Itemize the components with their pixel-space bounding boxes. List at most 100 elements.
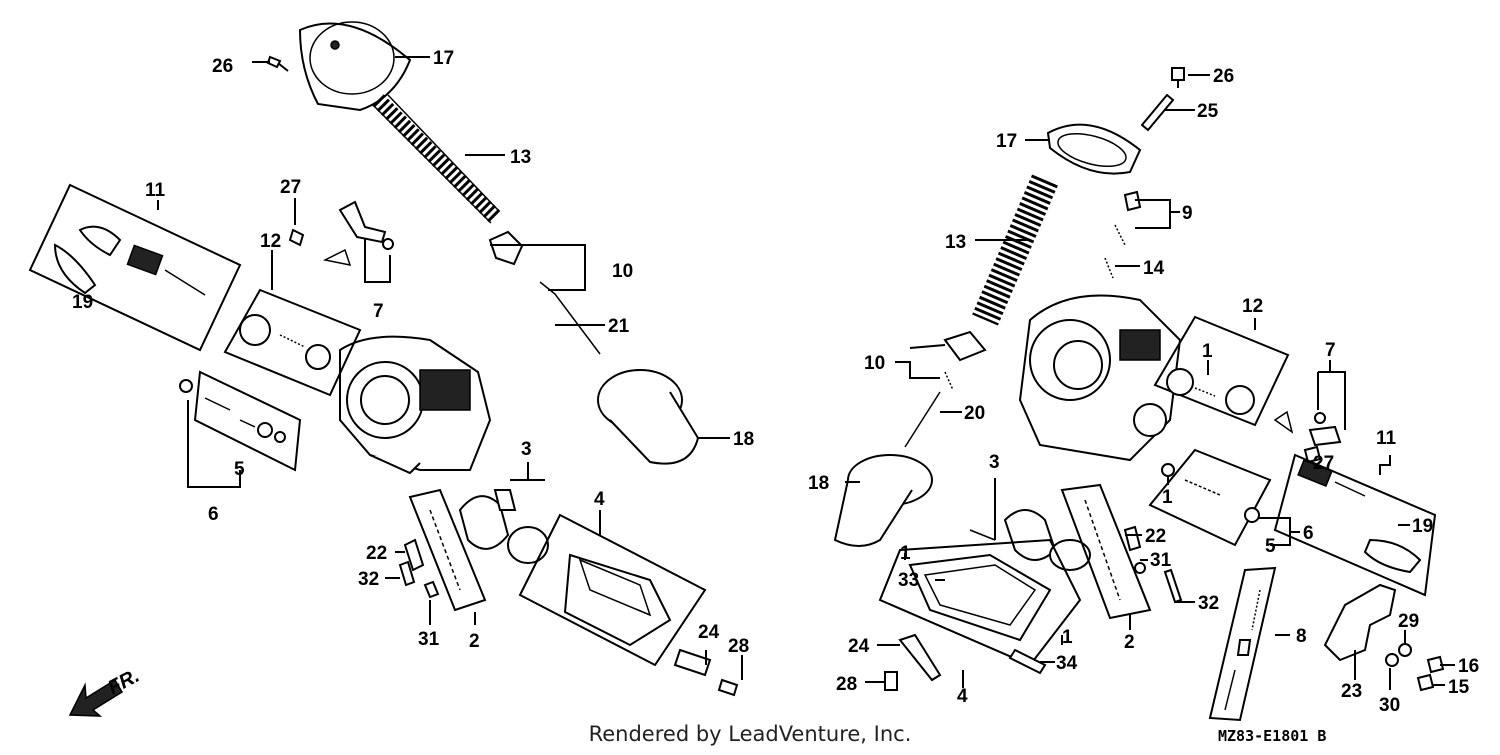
label-7b: 7 (1325, 340, 1336, 361)
label-2a: 2 (469, 631, 480, 652)
front-direction-arrow (68, 678, 124, 717)
label-6b: 6 (1303, 523, 1314, 544)
screw-34-right (1008, 648, 1047, 675)
label-32b: 32 (1198, 593, 1219, 614)
washer-30-right (1385, 653, 1399, 667)
label-3a: 3 (521, 439, 532, 460)
screw-28-left (717, 678, 739, 697)
label-22b: 22 (1145, 526, 1166, 547)
right-carburetor-assembly (833, 67, 1445, 722)
label-26a: 26 (212, 56, 233, 77)
label-1b: 1 (1162, 487, 1173, 508)
label-27b: 27 (1313, 453, 1334, 474)
screw-27-right (1303, 445, 1322, 464)
spring-13-left (372, 94, 502, 224)
group-box-5-left (193, 370, 302, 472)
group-box-2-left (408, 488, 487, 612)
insulator-18-left (597, 369, 700, 465)
float-3-right (1003, 509, 1057, 561)
clip-24-right (898, 633, 942, 682)
fitting-7-right (1308, 425, 1342, 447)
screw-28-right (884, 671, 898, 691)
part-number-labels: 26 17 13 11 27 12 19 7 10 21 18 5 6 3 4 … (72, 48, 1479, 716)
label-10b: 10 (864, 353, 885, 374)
label-20: 20 (964, 403, 985, 424)
label-22a: 22 (366, 543, 387, 564)
label-12a: 12 (260, 231, 281, 252)
screw-27-left (288, 228, 305, 247)
rod-25-right (1140, 93, 1175, 132)
label-25: 25 (1197, 101, 1219, 122)
label-14: 14 (1143, 258, 1165, 279)
screw-26-right (1171, 67, 1185, 88)
label-11b: 11 (1376, 428, 1397, 449)
label-21: 21 (608, 316, 630, 337)
label-4b: 4 (957, 686, 968, 707)
group-box-2-right (1060, 483, 1152, 620)
spring-14-right (1104, 257, 1114, 279)
diaphragm-10-left (488, 230, 524, 266)
screw-16-right (1426, 655, 1445, 674)
bracket-23-right (1323, 583, 1397, 662)
group-box-8-right (1208, 566, 1277, 722)
carburetor-body-right (1018, 294, 1182, 462)
label-8: 8 (1296, 626, 1307, 647)
label-24b: 24 (848, 636, 870, 657)
label-5a: 5 (234, 459, 245, 480)
label-11a: 11 (145, 180, 166, 201)
label-10a: 10 (612, 261, 633, 282)
label-9: 9 (1182, 203, 1193, 224)
label-3b: 3 (989, 452, 1000, 473)
label-7a: 7 (373, 301, 384, 322)
group-box-12-right (1153, 315, 1290, 427)
leader-lines (157, 56, 1455, 690)
label-6a: 6 (208, 504, 219, 525)
label-30: 30 (1379, 695, 1400, 716)
label-28a: 28 (728, 636, 749, 657)
group-box-11-right (1273, 453, 1437, 597)
label-19a: 19 (72, 292, 93, 313)
left-carburetor-assembly (28, 21, 739, 697)
label-34: 34 (1056, 653, 1078, 674)
label-18b: 18 (808, 473, 829, 494)
label-1d: 1 (1062, 627, 1073, 648)
diagram-code: MZ83-E1801 B (1218, 727, 1327, 745)
label-13a: 13 (510, 147, 531, 168)
diaphragm-10-right (943, 330, 987, 362)
label-18a: 18 (733, 429, 754, 450)
label-17a: 17 (433, 48, 454, 69)
label-23: 23 (1341, 681, 1362, 702)
label-27a: 27 (280, 177, 301, 198)
label-31b: 31 (1150, 550, 1172, 571)
washer-29-right (1398, 643, 1412, 657)
label-5b: 5 (1265, 536, 1276, 557)
group-box-11-left (28, 183, 242, 352)
render-credit: Rendered by LeadVenture, Inc. (588, 722, 912, 746)
label-29: 29 (1398, 611, 1419, 632)
label-12b: 12 (1242, 296, 1263, 317)
screw-15-right (1416, 673, 1435, 692)
group-box-4-left (518, 513, 707, 667)
label-1a: 1 (1202, 341, 1213, 362)
label-4a: 4 (594, 489, 605, 510)
jet-needle-20-right (904, 391, 941, 448)
group-box-12-left (223, 288, 362, 397)
label-26b: 26 (1213, 66, 1234, 87)
float-3-left (458, 495, 510, 550)
label-24a: 24 (698, 622, 720, 643)
label-32a: 32 (358, 569, 379, 590)
label-15: 15 (1448, 677, 1470, 698)
screw-26-left (266, 55, 289, 72)
insulator-18-right (833, 454, 933, 547)
group-box-5-right (1148, 448, 1272, 547)
clip-24-left (673, 648, 712, 677)
carburetor-body-left (339, 335, 492, 475)
label-28b: 28 (836, 674, 857, 695)
label-17b: 17 (996, 131, 1017, 152)
top-cover-17-right (1046, 123, 1142, 175)
fitting-7-left (338, 200, 387, 244)
top-cover-17-left (298, 22, 412, 112)
label-33: 33 (898, 570, 919, 591)
label-13b: 13 (945, 232, 966, 253)
